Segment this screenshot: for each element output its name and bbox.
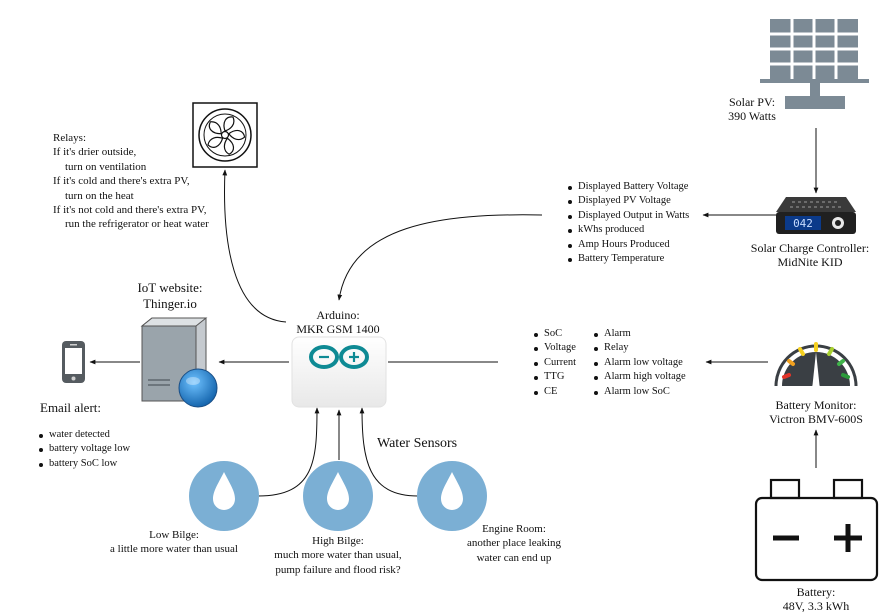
list-item: Alarm low voltage: [593, 356, 686, 370]
sensor-desc: a little more water than usual: [110, 543, 238, 556]
battery-monitor-label: Battery Monitor: Victron BMV-600S: [752, 398, 880, 426]
charge-controller-value: MidNite KID: [777, 255, 843, 269]
list-item: Displayed PV Voltage: [567, 194, 689, 208]
list-item: Voltage: [533, 341, 576, 355]
sensor-desc: water can end up: [476, 551, 552, 564]
solar-pv-title: Solar PV:: [728, 95, 776, 109]
low-bilge-to-arduino-arrow: [257, 407, 320, 497]
battery-monitor-readings-list: SoC Voltage Current TTG CE: [533, 327, 576, 399]
low-bilge-label: Low Bilge: a little more water than usua…: [100, 528, 248, 557]
low-bilge-drop-icon: [189, 461, 259, 531]
arduino-title: Arduino:: [316, 308, 360, 322]
iot-website-title: IoT website:: [137, 280, 203, 295]
sensor-name: Low Bilge:: [149, 529, 199, 541]
battery-label: Battery: 48V, 3.3 kWh: [762, 585, 870, 613]
relays-heading: Relays:: [53, 132, 86, 144]
engine-room-to-arduino-arrow: [359, 407, 419, 497]
list-item: Battery Temperature: [567, 252, 689, 266]
charge-controller-icon: [776, 197, 856, 234]
list-item: CE: [533, 385, 576, 399]
high-bilge-label: High Bilge: much more water than usual, …: [262, 534, 414, 577]
battery-monitor-gauge-icon: [774, 342, 858, 394]
engine-room-drop-icon: [417, 461, 487, 531]
server-globe-icon: [140, 317, 218, 408]
list-item: Current: [533, 356, 576, 370]
sensor-name: High Bilge:: [312, 535, 364, 547]
list-item: battery SoC low: [38, 457, 130, 471]
list-item: Relay: [593, 341, 686, 355]
relay-action: turn on the heat: [65, 189, 134, 202]
list-item: Alarm low SoC: [593, 385, 686, 399]
charge-controller-outputs-list: Displayed Battery Voltage Displayed PV V…: [567, 180, 689, 266]
email-alert-title: Email alert:: [40, 400, 102, 415]
fan-icon: [192, 102, 258, 168]
list-item: Displayed Output in Watts: [567, 209, 689, 223]
list-item: Alarm high voltage: [593, 370, 686, 384]
charge-controller-title: Solar Charge Controller:: [750, 241, 870, 255]
relay-condition: If it's drier outside,: [53, 146, 137, 159]
sensor-desc: much more water than usual,: [274, 549, 402, 562]
battery-title: Battery:: [796, 585, 836, 599]
solar-pv-value: 390 Watts: [728, 109, 776, 123]
connectors: [89, 128, 819, 497]
solar-pv-label: Solar PV: 390 Watts: [718, 95, 786, 123]
engine-room-label: Engine Room: another place leaking water…: [456, 522, 572, 565]
list-item: Amp Hours Produced: [567, 238, 689, 252]
arduino-logo-icon: [291, 336, 387, 408]
arduino-to-fan-arrow: [222, 169, 287, 323]
outputs-to-arduino-arrow: [337, 214, 543, 301]
list-item: battery voltage low: [38, 442, 130, 456]
solar-panel-icon: [760, 19, 869, 109]
battery-value: 48V, 3.3 kWh: [782, 599, 850, 613]
list-item: TTG: [533, 370, 576, 384]
arduino-label: Arduino: MKR GSM 1400: [280, 308, 396, 336]
battery-monitor-title: Battery Monitor:: [775, 398, 857, 412]
list-item: kWhs produced: [567, 223, 689, 237]
battery-monitor-alarms-list: Alarm Relay Alarm low voltage Alarm high…: [593, 327, 686, 399]
arduino-value: MKR GSM 1400: [296, 322, 380, 336]
controller-display: 042: [793, 217, 813, 230]
sensor-desc: another place leaking: [466, 537, 562, 550]
iot-website-label: IoT website: Thinger.io: [120, 280, 220, 312]
battery-monitor-value: Victron BMV-600S: [769, 412, 863, 426]
list-item: Alarm: [593, 327, 686, 341]
list-item: water detected: [38, 428, 130, 442]
list-item: SoC: [533, 327, 576, 341]
email-alert-list: water detected battery voltage low batte…: [38, 428, 130, 471]
high-bilge-drop-icon: [303, 461, 373, 531]
iot-website-value: Thinger.io: [143, 296, 197, 311]
sensor-name: Engine Room:: [482, 523, 546, 535]
relay-condition: If it's cold and there's extra PV,: [53, 175, 190, 188]
relay-action: run the refrigerator or heat water: [65, 218, 209, 231]
sensor-desc: pump failure and flood risk?: [275, 563, 401, 576]
relays-label: Relays: If it's drier outside, turn on v…: [53, 131, 209, 232]
relay-condition: If it's not cold and there's extra PV,: [53, 204, 207, 217]
battery-icon: [754, 478, 879, 582]
water-sensors-title: Water Sensors: [377, 436, 458, 451]
charge-controller-label: Solar Charge Controller: MidNite KID: [738, 241, 882, 269]
list-item: Displayed Battery Voltage: [567, 180, 689, 194]
relay-action: turn on ventilation: [65, 160, 147, 173]
phone-icon: [62, 341, 85, 383]
